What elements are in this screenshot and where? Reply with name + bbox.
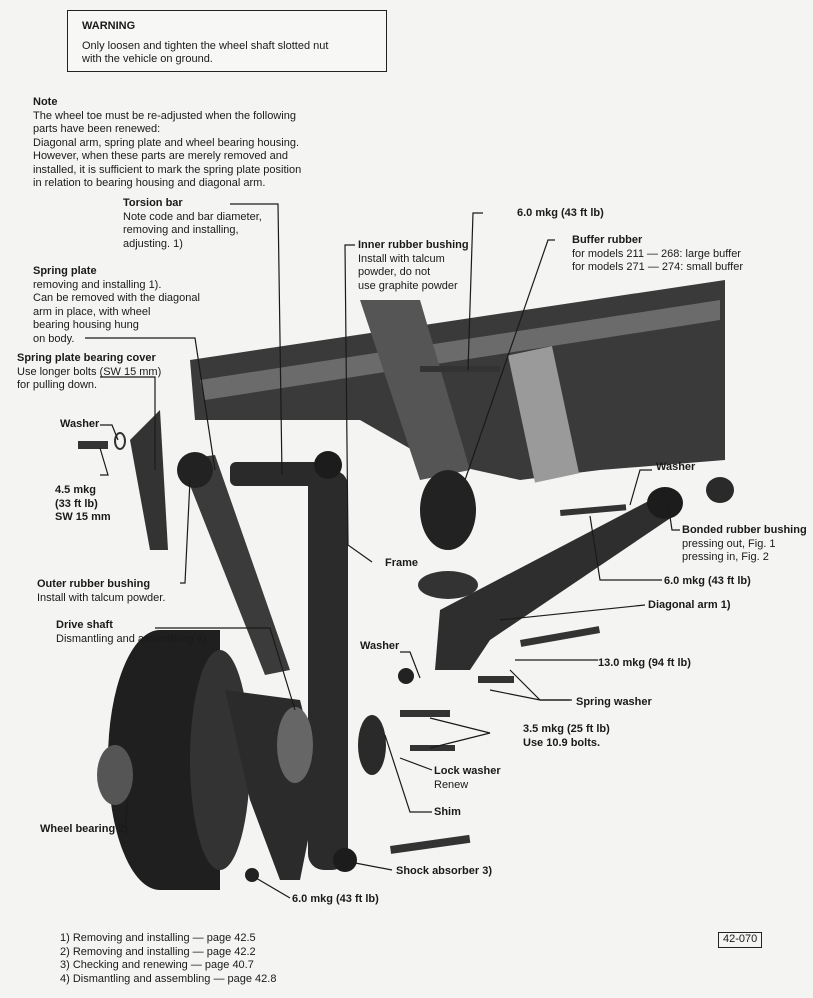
label-shim: Shim: [434, 806, 461, 818]
label-title: 3.5 mkg (25 ft lb): [523, 723, 610, 735]
label-spring-plate-bearing-cover: Spring plate bearing cover Use longer bo…: [17, 352, 161, 393]
note-line: installed, it is sufficient to mark the …: [33, 163, 302, 176]
label-torque-13: 13.0 mkg (94 ft lb): [598, 657, 691, 669]
warning-title: WARNING: [82, 20, 136, 32]
label-drive-shaft: Drive shaft Dismantling and assembling 4…: [56, 619, 206, 646]
label-frame: Frame: [385, 557, 419, 569]
label-line: Note code and bar diameter,: [123, 210, 262, 223]
label-wheel-bearing: Wheel bearing 2): [40, 823, 129, 835]
label-line: for models 271 — 274: small buffer: [572, 261, 743, 273]
label-title: Buffer rubber: [572, 234, 643, 246]
footnote: 2) Removing and installing — page 42.2: [60, 945, 256, 958]
label-bonded-rubber-bushing: Bonded rubber bushing pressing out, Fig.…: [682, 524, 807, 565]
label-line: bearing housing hung: [33, 319, 139, 331]
label-line: Renew: [434, 778, 469, 791]
spring-plate-cover: [130, 410, 168, 550]
label-torque-left: 4.5 mkg (33 ft lb) SW 15 mm: [55, 484, 111, 525]
label-line: adjusting. 1): [123, 237, 183, 250]
label-washer-mid: Washer: [360, 640, 400, 652]
label-line: Can be removed with the diagonal: [33, 292, 200, 304]
label-washer-left: Washer: [60, 418, 100, 430]
label-title: Drive shaft: [56, 619, 113, 631]
label-line: Use 10.9 bolts.: [523, 736, 601, 749]
spring-plate: [180, 455, 290, 675]
label-title: Lock washer: [434, 765, 501, 777]
label-line: Dismantling and assembling 4): [56, 632, 207, 645]
warning-line: Only loosen and tighten the wheel shaft …: [82, 39, 329, 52]
label-line: removing and installing,: [123, 224, 239, 236]
label-spring-washer: Spring washer: [576, 696, 652, 708]
label-line: pressing in, Fig. 2: [682, 551, 769, 563]
label-washer-right: Washer: [656, 461, 696, 473]
label-line: Use longer bolts (SW 15 mm): [17, 365, 162, 378]
label-line: arm in place, with wheel: [33, 305, 151, 318]
label-torque-right: 6.0 mkg (43 ft lb): [664, 575, 751, 587]
label-line: 4.5 mkg: [55, 484, 96, 496]
label-title: Inner rubber bushing: [358, 239, 469, 251]
note-line: Diagonal arm, spring plate and wheel bea…: [33, 136, 300, 149]
label-line: on body.: [33, 332, 75, 345]
label-outer-rubber-bushing: Outer rubber bushing Install with talcum…: [37, 578, 165, 605]
label-line: SW 15 mm: [55, 511, 111, 523]
label-line: pressing out, Fig. 1: [682, 537, 776, 550]
warning-box: WARNING Only loosen and tighten the whee…: [67, 10, 387, 72]
label-line: Install with talcum powder.: [37, 591, 166, 604]
label-torque-top: 6.0 mkg (43 ft lb): [517, 207, 604, 219]
label-title: Torsion bar: [123, 197, 183, 209]
label-inner-rubber-bushing: Inner rubber bushing Install with talcum…: [358, 239, 469, 293]
label-line: for pulling down.: [17, 379, 98, 391]
note-line: However, when these parts are merely rem…: [33, 150, 288, 162]
label-line: for models 211 — 268: large buffer: [572, 247, 741, 260]
label-diagonal-arm: Diagonal arm 1): [648, 599, 731, 611]
label-torque-35: 3.5 mkg (25 ft lb) Use 10.9 bolts.: [523, 723, 610, 750]
footnote: 1) Removing and installing — page 42.5: [60, 932, 256, 944]
label-shock-absorber: Shock absorber 3): [396, 865, 492, 877]
shock-absorber: [308, 470, 348, 870]
label-torque-bottom: 6.0 mkg (43 ft lb): [292, 893, 379, 905]
label-line: use graphite powder: [358, 279, 458, 292]
label-spring-plate: Spring plate removing and installing 1).…: [33, 265, 200, 346]
label-title: Spring plate bearing cover: [17, 352, 156, 364]
label-lock-washer: Lock washer Renew: [434, 765, 501, 792]
figure-code: 42-070: [718, 932, 763, 948]
label-line: powder, do not: [358, 266, 431, 278]
warning-line: with the vehicle on ground.: [82, 53, 213, 65]
footnotes: 1) Removing and installing — page 42.5 2…: [60, 932, 276, 986]
label-line: Install with talcum: [358, 252, 445, 265]
label-torsion-bar: Torsion bar Note code and bar diameter, …: [123, 197, 262, 251]
torsion-bar: [230, 462, 320, 486]
diagonal-arm: [435, 495, 675, 670]
label-title: Outer rubber bushing: [37, 578, 151, 590]
label-title: Spring plate: [33, 265, 97, 277]
label-title: Bonded rubber bushing: [682, 524, 807, 536]
footnote: 3) Checking and renewing — page 40.7: [60, 959, 254, 971]
note-block: Note The wheel toe must be re-adjusted w…: [33, 96, 301, 191]
note-line: in relation to bearing housing and diago…: [33, 177, 266, 189]
label-buffer-rubber: Buffer rubber for models 211 — 268: larg…: [572, 234, 743, 275]
footnote: 4) Dismantling and assembling — page 42.…: [60, 972, 277, 985]
note-line: The wheel toe must be re-adjusted when t…: [33, 109, 296, 122]
buffer-rubber: [420, 470, 476, 550]
note-title: Note: [33, 96, 58, 108]
label-line: removing and installing 1).: [33, 278, 162, 291]
label-line: (33 ft lb): [55, 497, 98, 510]
note-line: parts have been renewed:: [33, 123, 161, 135]
